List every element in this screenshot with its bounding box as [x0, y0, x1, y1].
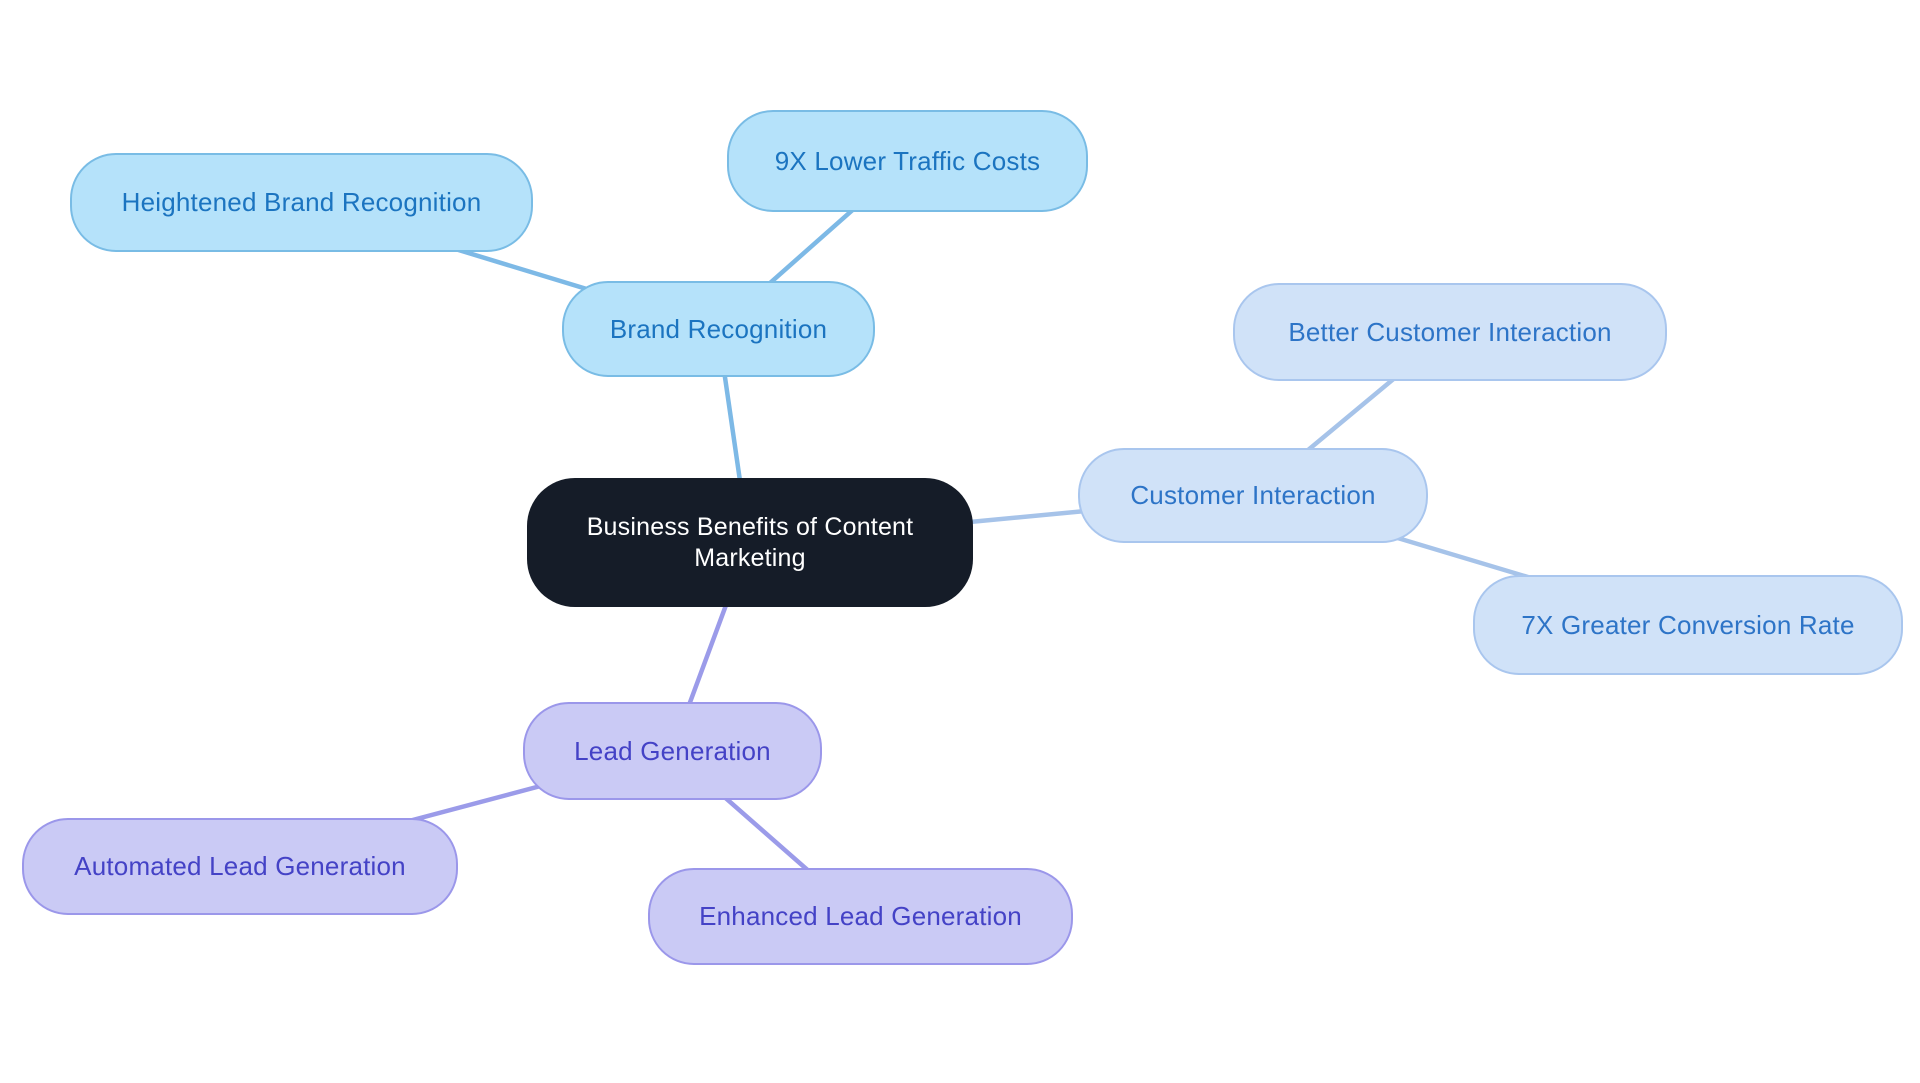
- child-node-automated-lead-generation[interactable]: Automated Lead Generation: [22, 818, 458, 915]
- branch-node-customer-interaction-label: Customer Interaction: [1130, 480, 1376, 510]
- child-node-heightened-brand-recognition-label: Heightened Brand Recognition: [121, 187, 482, 217]
- child-node-better-customer-interaction-label: Better Customer Interaction: [1288, 316, 1612, 347]
- branch-node-customer-interaction[interactable]: Customer Interaction: [1078, 448, 1428, 543]
- child-node-heightened-brand-recognition[interactable]: Heightened Brand Recognition: [70, 153, 533, 252]
- central-node[interactable]: Business Benefits of Content Marketing: [527, 478, 973, 607]
- child-node-nine-x-lower-traffic-costs[interactable]: 9X Lower Traffic Costs: [727, 110, 1088, 212]
- central-node-label: Business Benefits of Content Marketing: [586, 513, 914, 572]
- child-node-seven-x-greater-conversion-rate[interactable]: 7X Greater Conversion Rate: [1473, 575, 1903, 675]
- child-node-automated-lead-generation-label: Automated Lead Generation: [74, 851, 406, 881]
- branch-node-brand-recognition[interactable]: Brand Recognition: [562, 281, 875, 377]
- child-node-enhanced-lead-generation-label: Enhanced Lead Generation: [699, 901, 1022, 931]
- branch-node-brand-recognition-label: Brand Recognition: [609, 313, 828, 344]
- child-node-nine-x-lower-traffic-costs-label: 9X Lower Traffic Costs: [774, 145, 1041, 176]
- child-node-better-customer-interaction[interactable]: Better Customer Interaction: [1233, 283, 1667, 381]
- child-node-enhanced-lead-generation[interactable]: Enhanced Lead Generation: [648, 868, 1073, 965]
- child-node-seven-x-greater-conversion-rate-label: 7X Greater Conversion Rate: [1521, 609, 1855, 640]
- branch-node-lead-generation-label: Lead Generation: [574, 735, 771, 766]
- branch-node-lead-generation[interactable]: Lead Generation: [523, 702, 822, 800]
